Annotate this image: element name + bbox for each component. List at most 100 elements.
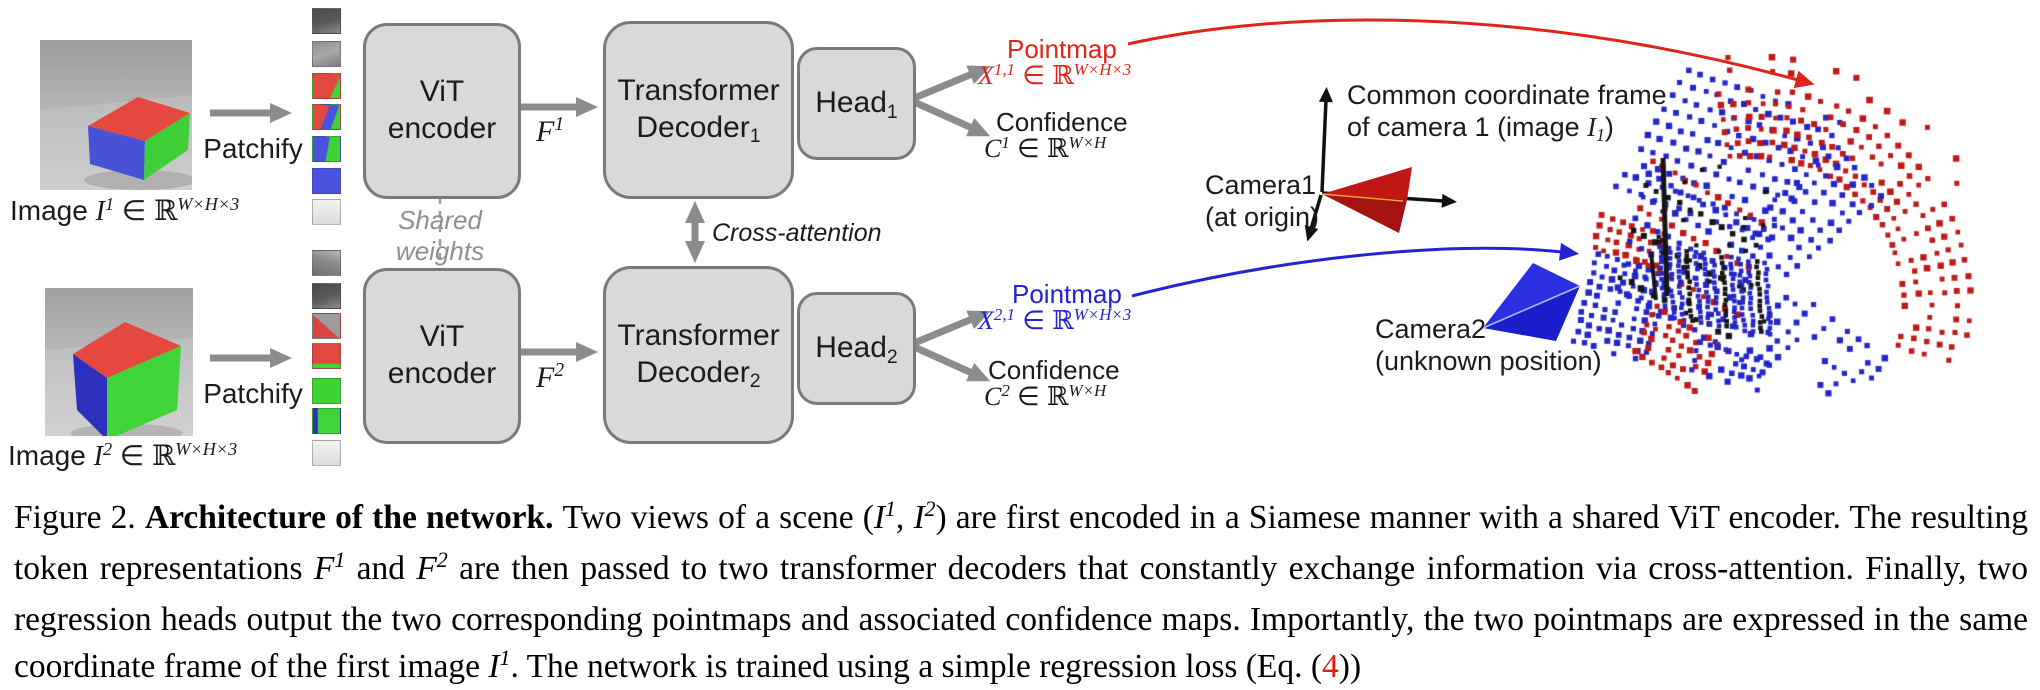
camera1-frustum-upper (1322, 167, 1412, 200)
text-run: 1,1 (993, 59, 1016, 79)
text-run: X (978, 306, 994, 335)
image1-cube-right-face (144, 113, 190, 180)
head-1-box: Head1 (797, 47, 916, 160)
text-run: ∈ (1015, 60, 1053, 90)
text-run: )) (1338, 648, 1362, 685)
figure-caption: Figure 2. Architecture of the network. T… (14, 494, 2028, 690)
head-1-label: Head1 (815, 85, 898, 122)
image2-cube-front-face (107, 346, 181, 436)
pointmap2-title: Pointmap (1012, 279, 1122, 309)
text-run: ∈ (1015, 305, 1053, 335)
pointmap2-math: X2,1 ∈ ℝW×H×3 (978, 305, 1131, 337)
text-run: ) are first encoded in a Siamese manner … (14, 499, 2029, 587)
text-run: 2 (1001, 380, 1010, 400)
image2-patch-6-blue-green-sliver (312, 408, 341, 434)
confidence2-math: C2 ∈ ℝW×H (984, 381, 1106, 413)
text-run: Camera2 (1375, 314, 1487, 344)
text-run: encoder (387, 357, 497, 390)
image2-patch-3-gray-red-diag (312, 313, 341, 339)
image2-patch-7-light (312, 440, 341, 466)
text-run: Architecture of the network. (144, 499, 563, 536)
axis-right (1321, 191, 1457, 208)
text-run: I (913, 499, 925, 536)
text-run: Image (10, 195, 96, 226)
text-run: 1 (334, 548, 346, 573)
head-2-label: Head2 (815, 330, 898, 367)
text-run: W×H×3 (175, 439, 238, 459)
text-run: 2 (924, 497, 936, 522)
text-run: W×H (1068, 132, 1107, 152)
text-run: weights (395, 235, 485, 266)
camera1-label: Camera1(at origin) (1205, 170, 1319, 234)
text-run: 1 (554, 114, 565, 136)
text-run: ∈ (114, 195, 154, 226)
text-run: 1 (499, 646, 511, 671)
text-run: Head (815, 331, 887, 365)
text-run: ) (1604, 111, 1614, 142)
text-run: W×H (1068, 380, 1107, 400)
head1-pointmap-arrow (910, 65, 991, 103)
text-run: W×H×3 (1073, 59, 1132, 79)
text-run: Decoder (636, 356, 750, 389)
text-run: ℝ (1046, 134, 1069, 164)
image1-patch-7-light (312, 199, 341, 225)
input-image-1 (40, 40, 192, 190)
text-run: I (488, 648, 500, 685)
image2-patch-2-dark-gray (312, 283, 341, 309)
text-run: I (93, 441, 103, 472)
text-run: 1 (1001, 132, 1010, 152)
patchify1-label: Patchify (203, 133, 303, 164)
confidence1-title: Confidence (996, 107, 1128, 137)
text-run: ∈ (112, 440, 152, 471)
text-run: (at origin) (1205, 201, 1320, 232)
text-run: ∈ (1009, 381, 1047, 411)
image1-patch-6-blue (312, 168, 341, 194)
text-run: 1 (749, 125, 761, 148)
image2-patch-5-green (312, 378, 341, 404)
text-run: 1 (886, 100, 898, 123)
head-2-box: Head2 (797, 292, 916, 405)
text-run: C (984, 382, 1002, 411)
image1-patch-1-dark-gray (312, 8, 341, 34)
text-run: of camera 1 (image (1347, 111, 1588, 142)
text-run: Common coordinate frame (1347, 80, 1667, 110)
text-run: W×H×3 (1073, 304, 1132, 324)
text-run: 2 (749, 370, 761, 393)
axis-up (1318, 87, 1333, 193)
text-run: ViT (419, 320, 465, 354)
text-run: F (536, 361, 555, 394)
text-run: 1 (104, 194, 115, 214)
confidence2-title: Confidence (988, 355, 1120, 385)
pointmap1-math: X1,1 ∈ ℝW×H×3 (978, 60, 1131, 92)
head1-confidence-arrow (910, 97, 991, 137)
image2-patch-1-gray-light-top (312, 250, 341, 276)
text-run: Figure 2. (14, 499, 145, 536)
text-run: C (984, 134, 1002, 163)
cross-attention-label: Cross-attention (712, 219, 882, 247)
text-run: F (416, 550, 437, 587)
text-run: Camera1 (1205, 170, 1317, 200)
image1-cube-top-face (88, 97, 190, 141)
pointmap2-curve (1131, 242, 1579, 298)
text-run: Decoder (636, 111, 750, 144)
camera2-label: Camera2(unknown position) (1375, 314, 1602, 378)
text-run: , (895, 499, 914, 536)
image1-patch-3-red-green-corner (312, 73, 341, 99)
image1-patch-5-blue-green (312, 136, 341, 162)
text-run: ℝ (151, 439, 176, 472)
text-run: F (313, 550, 335, 587)
text-run: Two views of a scene ( (562, 499, 874, 536)
text-run: Head (815, 86, 887, 120)
image2-cube-top-face (73, 322, 181, 378)
input-image-2 (45, 288, 193, 436)
text-run: ℝ (1052, 61, 1074, 91)
eq-4-link[interactable]: 4 (1322, 648, 1339, 685)
image2-cube-left-face (73, 354, 107, 436)
text-run: F (536, 115, 555, 148)
text-run: Image (8, 440, 94, 471)
